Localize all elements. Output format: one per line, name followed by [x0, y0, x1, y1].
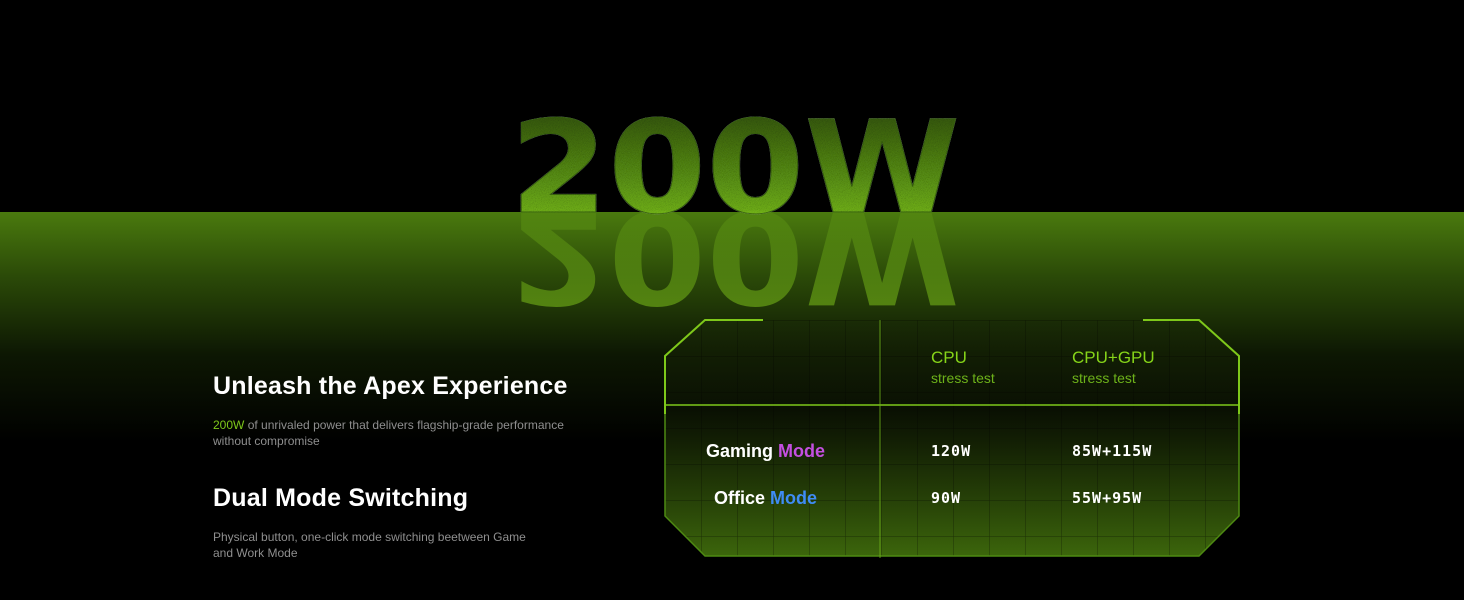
feature-dual-mode-title: Dual Mode Switching — [213, 484, 469, 512]
feature-dual-mode-desc: Physical button, one-click mode switchin… — [213, 530, 526, 560]
power-mode-table: CPU stress test CPU+GPU stress test Gami… — [663, 318, 1241, 558]
row-label-office-mode: Office Mode — [663, 488, 868, 509]
hero-200w-text: 200W — [510, 100, 960, 243]
table-frame — [664, 319, 1240, 558]
row-label-office-mode-word: Mode — [770, 488, 817, 508]
row-label-gaming-word: Gaming — [705, 441, 778, 461]
val-gaming-cpu: 120W — [931, 442, 972, 460]
feature-apex-highlight: 200W — [213, 418, 245, 432]
col-head-cpu: CPU — [931, 348, 967, 367]
hero-200w: 200W 200W — [500, 100, 970, 315]
row-label-gaming-mode: Gaming Mode — [663, 441, 868, 462]
feature-apex-title: Unleash the Apex Experience — [213, 372, 568, 400]
val-gaming-cpu-gpu: 85W+115W — [1072, 442, 1153, 460]
feature-apex-desc-text: of unrivaled power that delivers flagshi… — [213, 418, 564, 448]
col-sub-cpu-gpu: stress test — [1072, 370, 1136, 386]
hero-200w-reflection: 200W — [510, 181, 960, 315]
hero-200w-graphic: 200W 200W — [510, 100, 961, 315]
col-sub-cpu: stress test — [931, 370, 995, 386]
row-label-office-word: Office — [713, 488, 770, 508]
feature-apex-desc: 200W of unrivaled power that delivers fl… — [213, 417, 593, 449]
val-office-cpu-gpu: 55W+95W — [1072, 489, 1143, 507]
val-office-cpu: 90W — [931, 489, 962, 507]
row-label-gaming-mode-word: Mode — [778, 441, 825, 461]
col-head-cpu-gpu: CPU+GPU — [1072, 348, 1155, 367]
